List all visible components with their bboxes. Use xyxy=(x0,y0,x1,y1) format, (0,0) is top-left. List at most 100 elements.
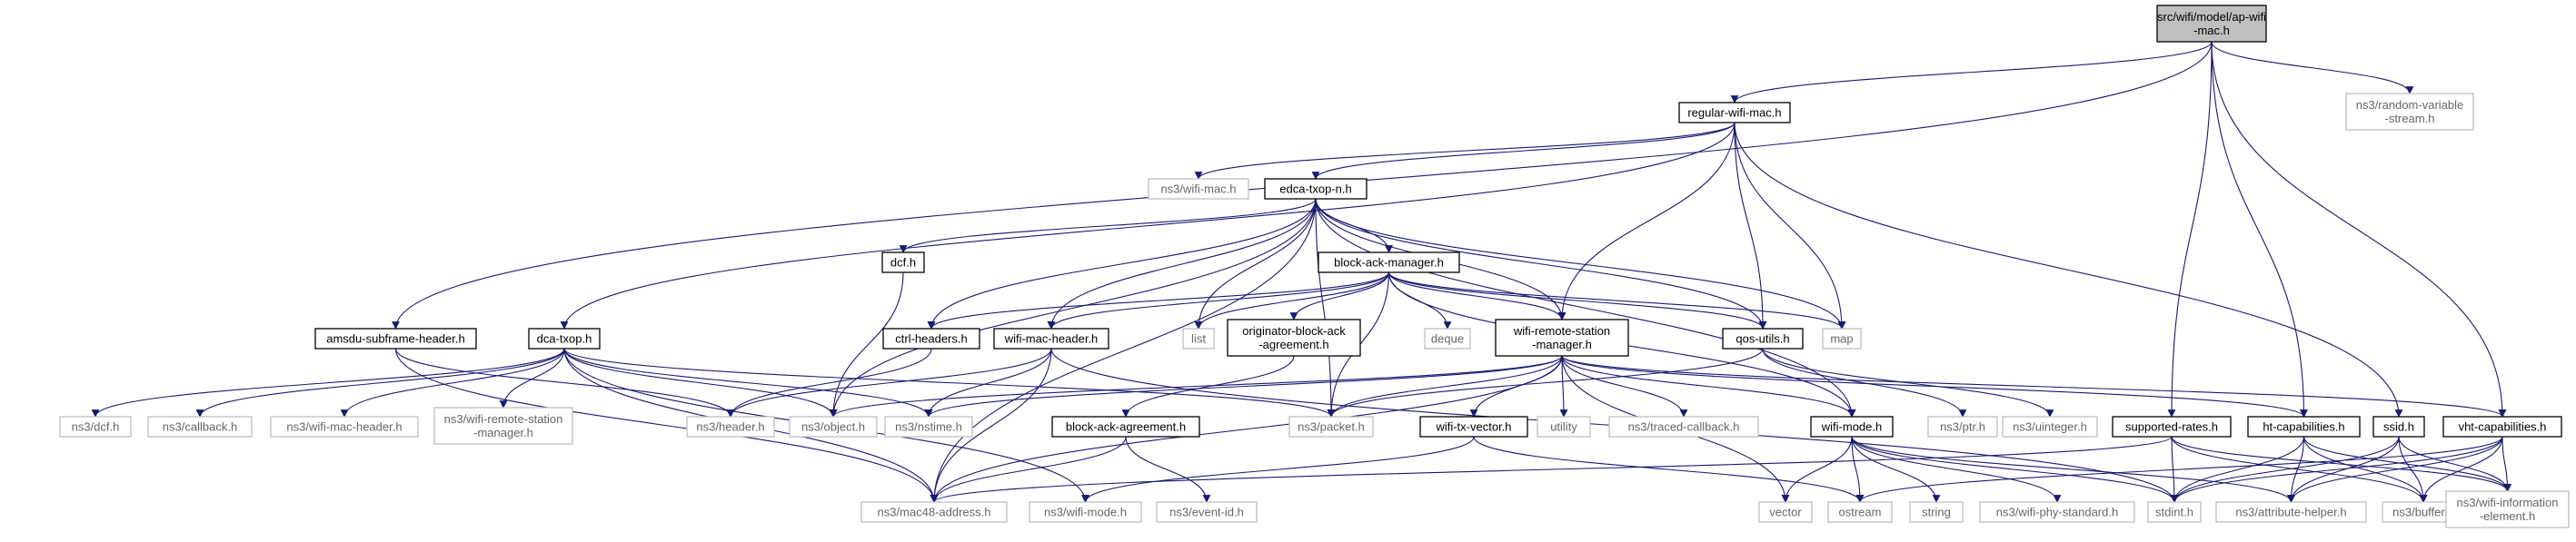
node-regular-wifi-mac[interactable]: regular-wifi-mac.h xyxy=(1678,102,1791,123)
node-box xyxy=(884,416,973,438)
node-ctrl-headers[interactable]: ctrl-headers.h xyxy=(882,328,980,350)
node-box xyxy=(2247,416,2361,438)
edge-wifi-remote-station-manager-to-ns3-mac48-address xyxy=(930,355,1563,503)
edge-qos-utils-to-ns3-uinteger xyxy=(1762,348,2054,418)
node-label: string xyxy=(1922,506,1951,519)
node-block-ack-manager[interactable]: block-ack-manager.h xyxy=(1318,251,1460,273)
node-dca-txop[interactable]: dca-txop.h xyxy=(528,328,601,350)
node-box xyxy=(1424,328,1471,350)
node-ns3-nstime: ns3/nstime.h xyxy=(884,416,973,438)
edge-dca-txop-to-ns3-wifi-mac-header xyxy=(340,348,565,418)
node-ns3-wifi-information-element: ns3/wifi-information-element.h xyxy=(2445,490,2570,528)
edge-wifi-remote-station-manager-to-ns3-nstime xyxy=(924,355,1563,418)
node-wifi-tx-vector[interactable]: wifi-tx-vector.h xyxy=(1419,416,1528,438)
edge-regular-wifi-mac-to-wifi-remote-station-manager xyxy=(1557,122,1736,320)
edge-ap-wifi-mac-to-vht-capabilities xyxy=(2211,41,2507,418)
edge-ht-capabilities-to-stdint xyxy=(2170,436,2305,503)
node-label: ns3/wifi-remote-station xyxy=(444,412,563,426)
node-dcf[interactable]: dcf.h xyxy=(881,251,925,273)
node-deque: deque xyxy=(1424,328,1471,350)
node-label: ns3/traced-callback.h xyxy=(1628,420,1740,434)
edge-ap-wifi-mac-to-supported-rates xyxy=(2167,41,2213,418)
node-label: ns3/callback.h xyxy=(163,420,237,434)
edge-vht-capabilities-to-ostream xyxy=(1855,436,2503,503)
node-string: string xyxy=(1909,501,1964,523)
edge-regular-wifi-mac-to-ssid xyxy=(1734,122,2403,418)
node-box xyxy=(1156,501,1258,523)
node-ns3-wifi-mac-header: ns3/wifi-mac-header.h xyxy=(270,416,419,438)
node-amsdu-subframe-header[interactable]: amsdu-subframe-header.h xyxy=(314,328,477,350)
node-ssid[interactable]: ssid.h xyxy=(2372,416,2425,438)
node-block-ack-agreement[interactable]: block-ack-agreement.h xyxy=(1051,416,1200,438)
node-qos-utils[interactable]: qos-utils.h xyxy=(1722,328,1804,350)
node-label: ns3/attribute-helper.h xyxy=(2235,506,2346,519)
edge-wifi-mode-to-vector xyxy=(1781,436,1853,503)
node-box xyxy=(2112,416,2232,438)
edge-vht-capabilities-to-ns3-buffer xyxy=(2419,436,2503,503)
node-wifi-mode[interactable]: wifi-mode.h xyxy=(1810,416,1894,438)
node-ht-capabilities[interactable]: ht-capabilities.h xyxy=(2247,416,2361,438)
node-label: stdint.h xyxy=(2155,506,2193,519)
node-label: utility xyxy=(1550,420,1577,434)
node-box xyxy=(1051,416,1200,438)
node-label: originator-block-ack xyxy=(1242,324,1346,338)
node-box xyxy=(2215,501,2367,523)
node-ap-wifi-mac[interactable]: src/wifi/model/ap-wifi-mac.h xyxy=(2156,5,2267,43)
node-label: regular-wifi-mac.h xyxy=(1687,106,1781,120)
node-box xyxy=(1495,319,1629,357)
node-wifi-mac-header[interactable]: wifi-mac-header.h xyxy=(993,328,1109,350)
node-label: ns3/packet.h xyxy=(1298,420,1365,434)
node-edca-txop-n[interactable]: edca-txop-n.h xyxy=(1264,178,1368,200)
node-label: vht-capabilities.h xyxy=(2459,420,2547,434)
node-ns3-header: ns3/header.h xyxy=(686,416,775,438)
node-label: list xyxy=(1191,332,1206,346)
edge-wifi-mac-header-to-ns3-header xyxy=(726,348,1052,418)
node-box xyxy=(1927,416,1998,438)
node-box xyxy=(2345,93,2474,131)
edge-vht-capabilities-to-ns3-attribute-helper xyxy=(2287,436,2503,503)
node-originator-block-ack-agreement[interactable]: originator-block-ack-agreement.h xyxy=(1227,319,1361,357)
edge-wifi-tx-vector-to-ns3-wifi-mode xyxy=(1081,436,1475,503)
edge-dcf-to-ns3-object xyxy=(829,271,904,418)
node-label: ctrl-headers.h xyxy=(895,332,967,346)
node-label: map xyxy=(1830,332,1853,346)
edge-ssid-to-ns3-attribute-helper xyxy=(2287,436,2400,503)
node-label: ns3/wifi-information xyxy=(2457,496,2559,509)
node-ns3-uinteger: ns3/uinteger.h xyxy=(2002,416,2098,438)
node-box xyxy=(686,416,775,438)
node-label: ns3/wifi-mac.h xyxy=(1160,182,1236,196)
node-box xyxy=(1758,501,1813,523)
node-box xyxy=(2002,416,2098,438)
edge-dca-txop-to-ns3-nstime xyxy=(563,348,933,418)
edge-regular-wifi-mac-to-edca-txop-n xyxy=(1311,122,1736,180)
edge-edca-txop-n-to-wifi-mac-header xyxy=(1047,198,1317,330)
node-ns3-dcf: ns3/dcf.h xyxy=(59,416,132,438)
node-vht-capabilities[interactable]: vht-capabilities.h xyxy=(2442,416,2562,438)
node-label: src/wifi/model/ap-wifi xyxy=(2157,10,2266,24)
node-label: amsdu-subframe-header.h xyxy=(326,332,464,346)
node-ns3-callback: ns3/callback.h xyxy=(147,416,253,438)
edge-supported-rates-to-ns3-mac48-address xyxy=(930,436,2173,503)
node-supported-rates[interactable]: supported-rates.h xyxy=(2112,416,2232,438)
node-label: ostream xyxy=(1839,506,1882,519)
edge-ap-wifi-mac-to-ht-capabilities xyxy=(2211,41,2308,418)
node-box xyxy=(1419,416,1528,438)
edge-block-ack-manager-to-list xyxy=(1194,271,1390,330)
node-label: supported-rates.h xyxy=(2125,420,2218,434)
node-box xyxy=(993,328,1109,350)
node-label: ns3/dcf.h xyxy=(72,420,120,434)
edge-wifi-remote-station-manager-to-vht-capabilities xyxy=(1561,355,2507,418)
node-label: -agreement.h xyxy=(1258,338,1328,351)
node-box xyxy=(882,328,980,350)
node-wifi-remote-station-manager[interactable]: wifi-remote-station-manager.h xyxy=(1495,319,1629,357)
edge-block-ack-manager-to-wifi-mac-header xyxy=(1047,271,1390,330)
edge-vht-capabilities-to-ns3-wifi-information-element xyxy=(2501,436,2511,492)
edge-wifi-tx-vector-to-ostream xyxy=(1473,436,1865,503)
edge-wifi-remote-station-manager-to-utility xyxy=(1559,355,1568,418)
edges-layer xyxy=(91,41,2511,503)
node-label: vector xyxy=(1769,506,1802,519)
node-box xyxy=(1979,501,2135,523)
node-label: -stream.h xyxy=(2385,112,2435,125)
node-box xyxy=(1227,319,1361,357)
